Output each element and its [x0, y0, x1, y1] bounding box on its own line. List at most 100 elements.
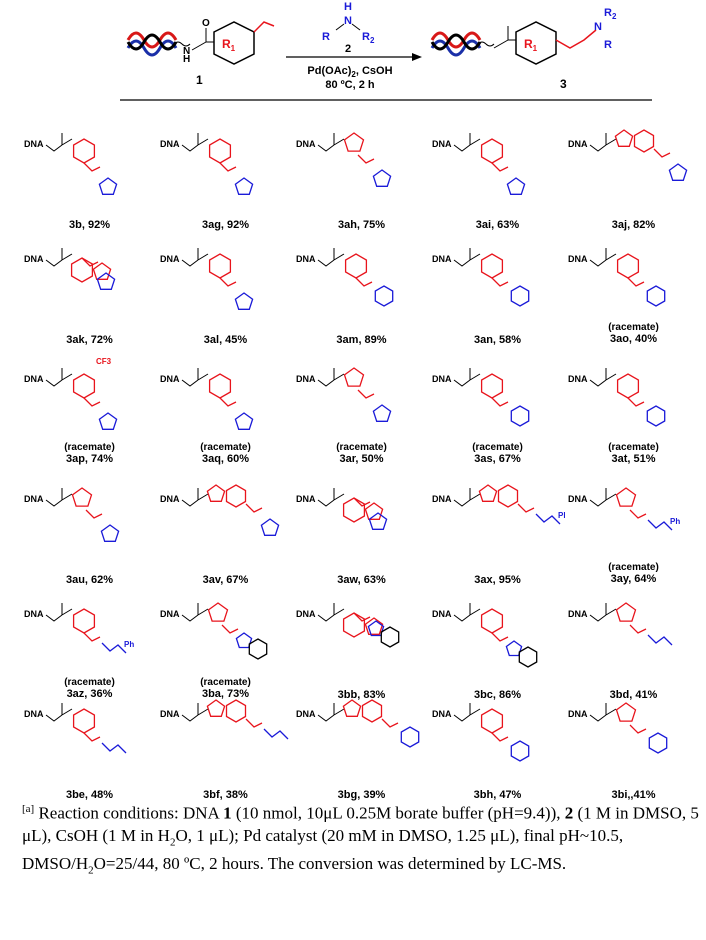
compound-label: 3bi,,41%	[566, 789, 701, 801]
ring-label: R1	[222, 37, 236, 53]
dna-label: DNA	[296, 494, 316, 504]
compound-id-yield: 3an, 58%	[473, 334, 522, 346]
structure-drawing: DNA	[24, 248, 116, 290]
dna-helix-icon-left	[126, 31, 178, 57]
compound-3as: DNA(racemate)3as, 67%	[430, 350, 565, 470]
amine-h: H	[344, 1, 352, 13]
compound-label: 3ah, 75%	[294, 219, 429, 231]
dna-label: DNA	[432, 609, 452, 619]
compound-id-yield: 3ap, 74%	[65, 453, 114, 465]
compound-label: (racemate)3ay, 64%	[566, 562, 701, 585]
amine-r1: R	[322, 31, 330, 43]
compound-grid: DNA 3b, 92% DNA 3ag, 92% DNA 3ah, 75% DNA 3ai, …	[0, 115, 706, 801]
footnote-text: O, 1 μL); Pd catalyst (20 mM in DMSO, 1.…	[22, 825, 624, 874]
dna-label: DNA	[568, 139, 588, 149]
product-r2: R2	[604, 7, 617, 21]
structure-drawing: DNA	[568, 702, 668, 754]
reaction-scheme: H N O R1 1 H N R R2 2 Pd(OAc)2, CsOH 80 …	[120, 1, 652, 101]
compound-label: (racemate)3az, 36%	[22, 677, 157, 700]
dna-label: DNA	[24, 609, 44, 619]
dna-label: DNA	[296, 139, 316, 149]
compound-label: (racemate)3aq, 60%	[158, 442, 293, 465]
compound-3bg: DNA 3bg, 39%	[294, 685, 429, 805]
structure-drawing: DNA	[432, 248, 530, 307]
footnote-marker: [a]	[22, 803, 35, 815]
compound-label: 3ag, 92%	[158, 219, 293, 231]
compound-id-yield: 3bf, 38%	[203, 789, 248, 801]
compound-label: 3am, 89%	[294, 334, 429, 346]
compound-3at: DNA(racemate)3at, 51%	[566, 350, 701, 470]
o-label: O	[202, 18, 210, 29]
compound-id-yield: 3ah, 75%	[337, 219, 386, 231]
compound-3bh: DNA 3bh, 47%	[430, 685, 565, 805]
footnote-bold: 1	[223, 803, 232, 823]
start-label: 1	[196, 73, 203, 87]
dna-label: DNA	[24, 254, 44, 264]
compound-id-yield: 3bc, 86%	[473, 689, 522, 701]
compound-id-yield: 3bh, 47%	[473, 789, 522, 801]
product-label: 3	[560, 77, 567, 91]
compound-3aw: DNA 3aw, 63%	[294, 470, 429, 590]
compound-label: 3be, 48%	[22, 789, 157, 801]
dna-label: DNA	[568, 709, 588, 719]
dna-label: DNA	[160, 374, 180, 384]
structure-drawing: DNA	[568, 368, 666, 427]
compound-id-yield: 3as, 67%	[474, 453, 521, 465]
structure-drawing: DNA	[432, 133, 526, 195]
cf3-label: CF3	[96, 357, 112, 366]
structure-drawing: DNA	[160, 248, 254, 310]
compound-3bf: DNA 3bf, 38%	[158, 685, 293, 805]
compound-3ai: DNA 3ai, 63%	[430, 115, 565, 235]
compound-3ar: DNA(racemate)3ar, 50%	[294, 350, 429, 470]
compound-3bc: DNA 3bc, 86%	[430, 585, 565, 705]
product-ring-label: R1	[524, 37, 538, 53]
dna-label: DNA	[432, 709, 452, 719]
racemate-label: (racemate)	[336, 442, 387, 453]
compound-label: (racemate)3ap, 74%	[22, 442, 157, 465]
structure-drawing: DNA	[296, 132, 392, 187]
compound-id-yield: 3ar, 50%	[339, 453, 384, 465]
footnote-text: (1 M in DMSO, 5 μL), CsOH (1 M in H	[22, 803, 699, 845]
compound-label: 3bh, 47%	[430, 789, 565, 801]
ph-label: Ph	[670, 517, 680, 526]
dna-label: DNA	[432, 374, 452, 384]
racemate-label: (racemate)	[608, 322, 659, 333]
compound-id-yield: 3aq, 60%	[201, 453, 250, 465]
compound-label: (racemate)3ao, 40%	[566, 322, 701, 345]
dna-label: DNA	[568, 374, 588, 384]
compound-id-yield: 3bb, 83%	[337, 689, 386, 701]
compound-3ba: DNA(racemate)3ba, 73%	[158, 585, 293, 705]
compound-label: 3b, 92%	[22, 219, 157, 231]
compound-label: 3bg, 39%	[294, 789, 429, 801]
structure-drawing: DNA	[160, 602, 268, 660]
structure-drawing: DNA	[296, 248, 394, 307]
compound-id-yield: 3ao, 40%	[609, 333, 658, 345]
compound-label: 3ak, 72%	[22, 334, 157, 346]
amine-n: N	[344, 15, 352, 27]
structure-drawing: DNA	[568, 602, 673, 646]
dna-label: DNA	[160, 709, 180, 719]
structure-drawing: DNA	[160, 368, 254, 430]
compound-id-yield: 3bg, 39%	[337, 789, 386, 801]
compound-label: 3au, 62%	[22, 574, 157, 586]
structure-drawing: DNA	[296, 699, 420, 748]
compound-label: 3ai, 63%	[430, 219, 565, 231]
footnote: [a] Reaction conditions: DNA 1 (10 nmol,…	[22, 798, 702, 881]
compound-id-yield: 3aw, 63%	[337, 574, 386, 586]
compound-3ag: DNA 3ag, 92%	[158, 115, 293, 235]
structure-drawing: DNA	[160, 133, 254, 195]
footnote-text: Reaction conditions: DNA	[34, 803, 224, 823]
compound-3bi: DNA 3bi,,41%	[566, 685, 701, 805]
structure-drawing: DNA	[432, 703, 530, 762]
compound-3an: DNA 3an, 58%	[430, 230, 565, 350]
product-r: R	[604, 39, 612, 51]
ph-label: Ph	[558, 511, 565, 520]
